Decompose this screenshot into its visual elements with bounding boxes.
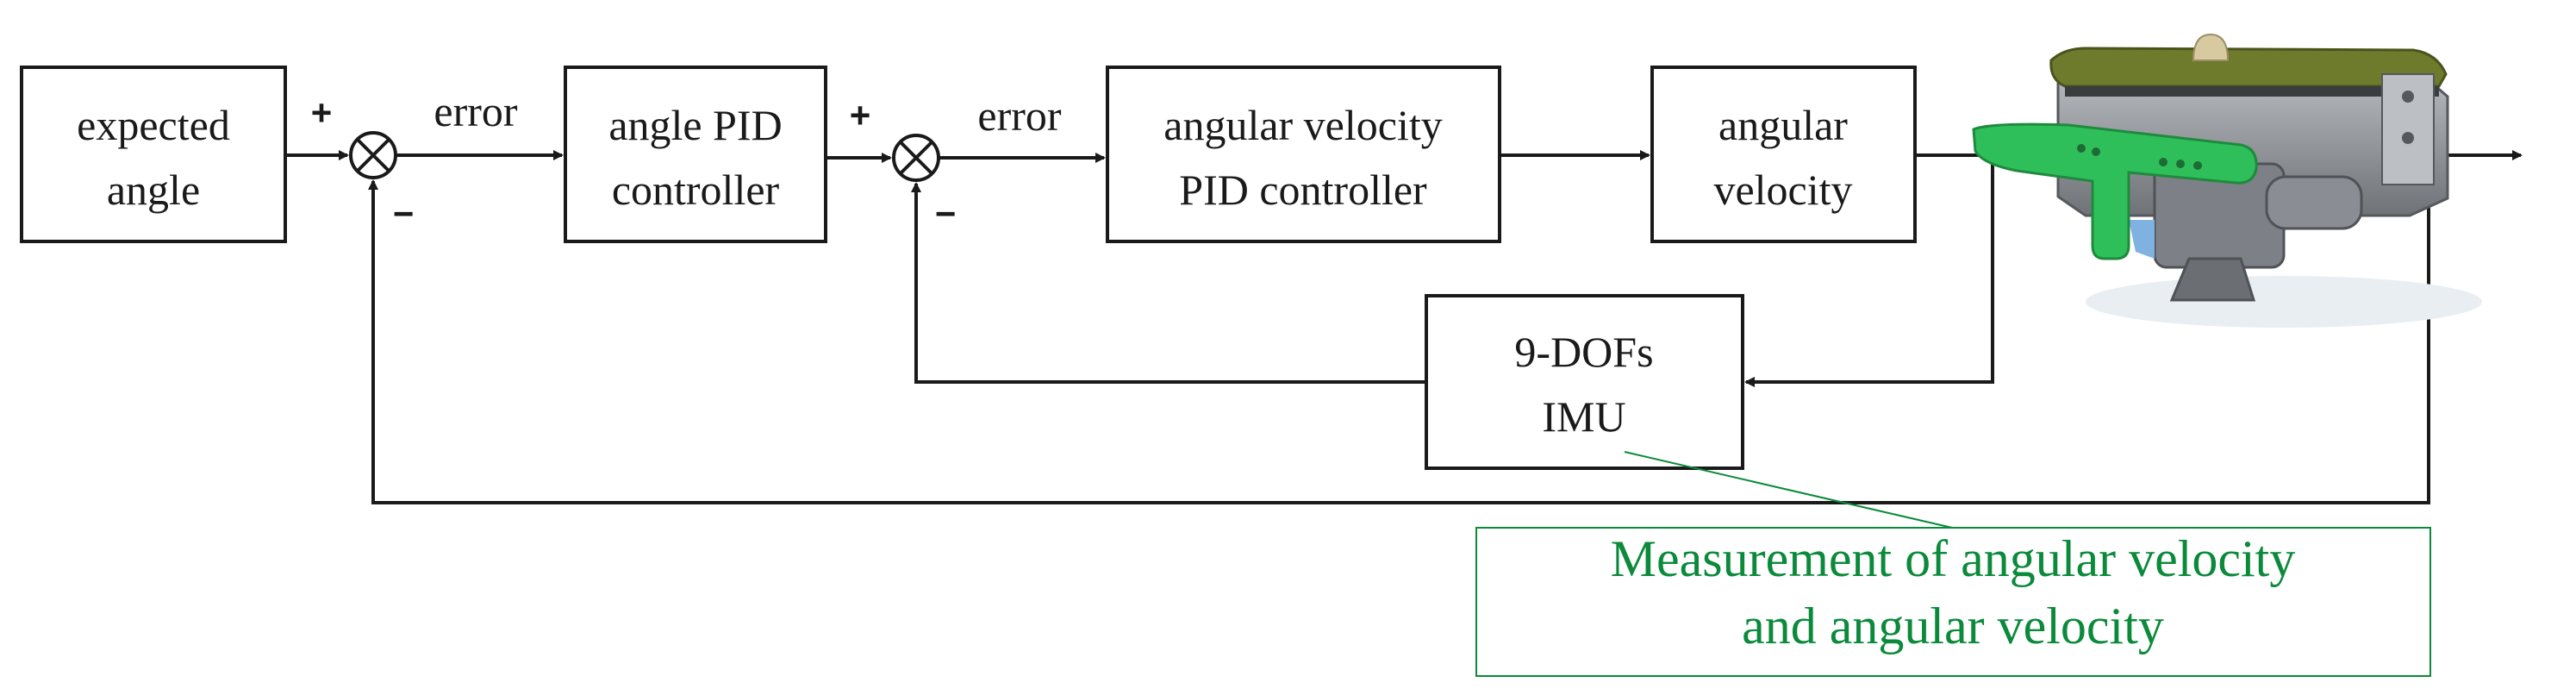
imu-block: 9-DOFs IMU xyxy=(1425,294,1744,470)
imu-label-line2: IMU xyxy=(1542,392,1625,441)
plus-sign-inner: + xyxy=(850,95,871,135)
outer-feedback-arrow xyxy=(368,155,2430,504)
angular-velocity-label-line1: angular xyxy=(1718,101,1848,149)
expected-angle-block: expected angle xyxy=(20,66,287,243)
angle-pid-label-line2: controller xyxy=(612,166,780,214)
expected-angle-label-line2: angle xyxy=(107,166,200,214)
annotation-leader-line xyxy=(1624,451,1953,529)
angle-pid-controller-block: angle PID controller xyxy=(564,66,827,243)
minus-sign-outer: − xyxy=(393,193,415,234)
angular-velocity-pid-label-line1: angular velocity xyxy=(1163,101,1443,149)
minus-sign-inner: − xyxy=(935,193,957,234)
error-label-inner: error xyxy=(977,91,1061,140)
inner-feedback-arrow xyxy=(911,182,1426,384)
angular-velocity-block: angular velocity xyxy=(1650,66,1917,243)
annotation-callout: Measurement of angular velocity and angu… xyxy=(1475,527,2431,677)
sensor-to-imu-arrow xyxy=(1744,155,1994,387)
expected-angle-label-line1: expected xyxy=(77,101,230,149)
angular-velocity-pid-label-line2: PID controller xyxy=(1179,166,1427,214)
imu-label-line1: 9-DOFs xyxy=(1514,328,1653,376)
summing-junction-inner xyxy=(892,134,940,182)
angle-pid-label-line1: angle PID xyxy=(608,101,782,149)
annotation-text-line1: Measurement of angular velocity xyxy=(1611,530,2296,587)
angular-velocity-pid-controller-block: angular velocity PID controller xyxy=(1106,66,1501,243)
angular-velocity-label-line2: velocity xyxy=(1713,166,1852,214)
annotation-text-line2: and angular velocity xyxy=(1742,598,2164,654)
summing-junction-outer xyxy=(349,131,397,179)
device-render-image xyxy=(1972,33,2482,328)
plus-sign-outer: + xyxy=(311,92,333,133)
error-label-outer: error xyxy=(433,87,517,135)
